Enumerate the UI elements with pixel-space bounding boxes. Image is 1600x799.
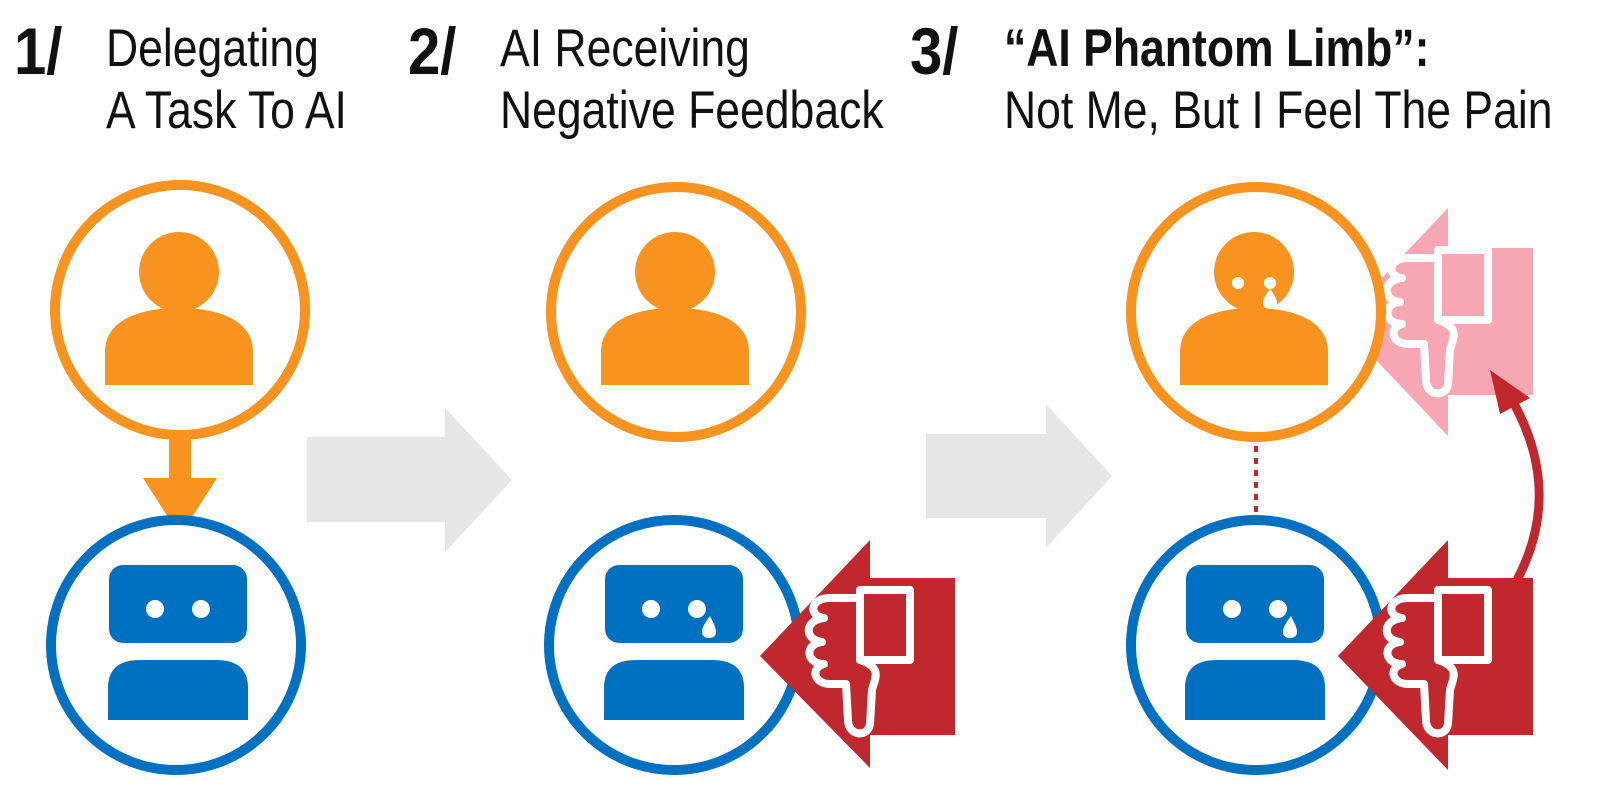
delegate-arrow-icon	[143, 432, 217, 536]
step-1-title-line1: Delegating	[106, 19, 319, 78]
ai-circle-2	[544, 515, 804, 775]
step-1-title: Delegating A Task To AI	[106, 18, 347, 142]
person-icon	[105, 232, 253, 385]
person-icon	[601, 232, 749, 385]
step-3-number: 3/	[910, 14, 959, 88]
step-1-number: 1/	[14, 14, 63, 88]
step-2-number: 2/	[408, 14, 457, 88]
step-3-title: “AI Phantom Limb”: Not Me, But I Feel Th…	[1004, 18, 1553, 142]
step-1-title-line2: A Task To AI	[106, 81, 347, 140]
step-2-title-line2: Negative Feedback	[500, 81, 884, 140]
step-2-title: AI Receiving Negative Feedback	[500, 18, 884, 142]
ai-circle-3	[1126, 515, 1386, 775]
crying-person-icon	[1180, 232, 1328, 385]
flow-arrow-icon	[307, 408, 512, 552]
flow-arrow-icon	[926, 404, 1112, 548]
curved-transfer-arrow-icon	[1490, 370, 1544, 583]
felt-feedback-arrow	[1340, 208, 1533, 436]
step-2-title-line1: AI Receiving	[500, 19, 750, 78]
ai-circle-1	[46, 515, 306, 775]
negative-feedback-arrow	[1338, 540, 1533, 770]
negative-feedback-arrow	[760, 540, 955, 768]
step-3-title-line1: “AI Phantom Limb”:	[1004, 18, 1553, 80]
sad-robot-icon	[604, 565, 744, 720]
step-3-title-line2: Not Me, But I Feel The Pain	[1004, 81, 1553, 140]
robot-icon	[108, 565, 248, 720]
sad-robot-icon	[1185, 565, 1325, 720]
step-3-title-bold: “AI Phantom Limb”:	[1004, 19, 1430, 78]
